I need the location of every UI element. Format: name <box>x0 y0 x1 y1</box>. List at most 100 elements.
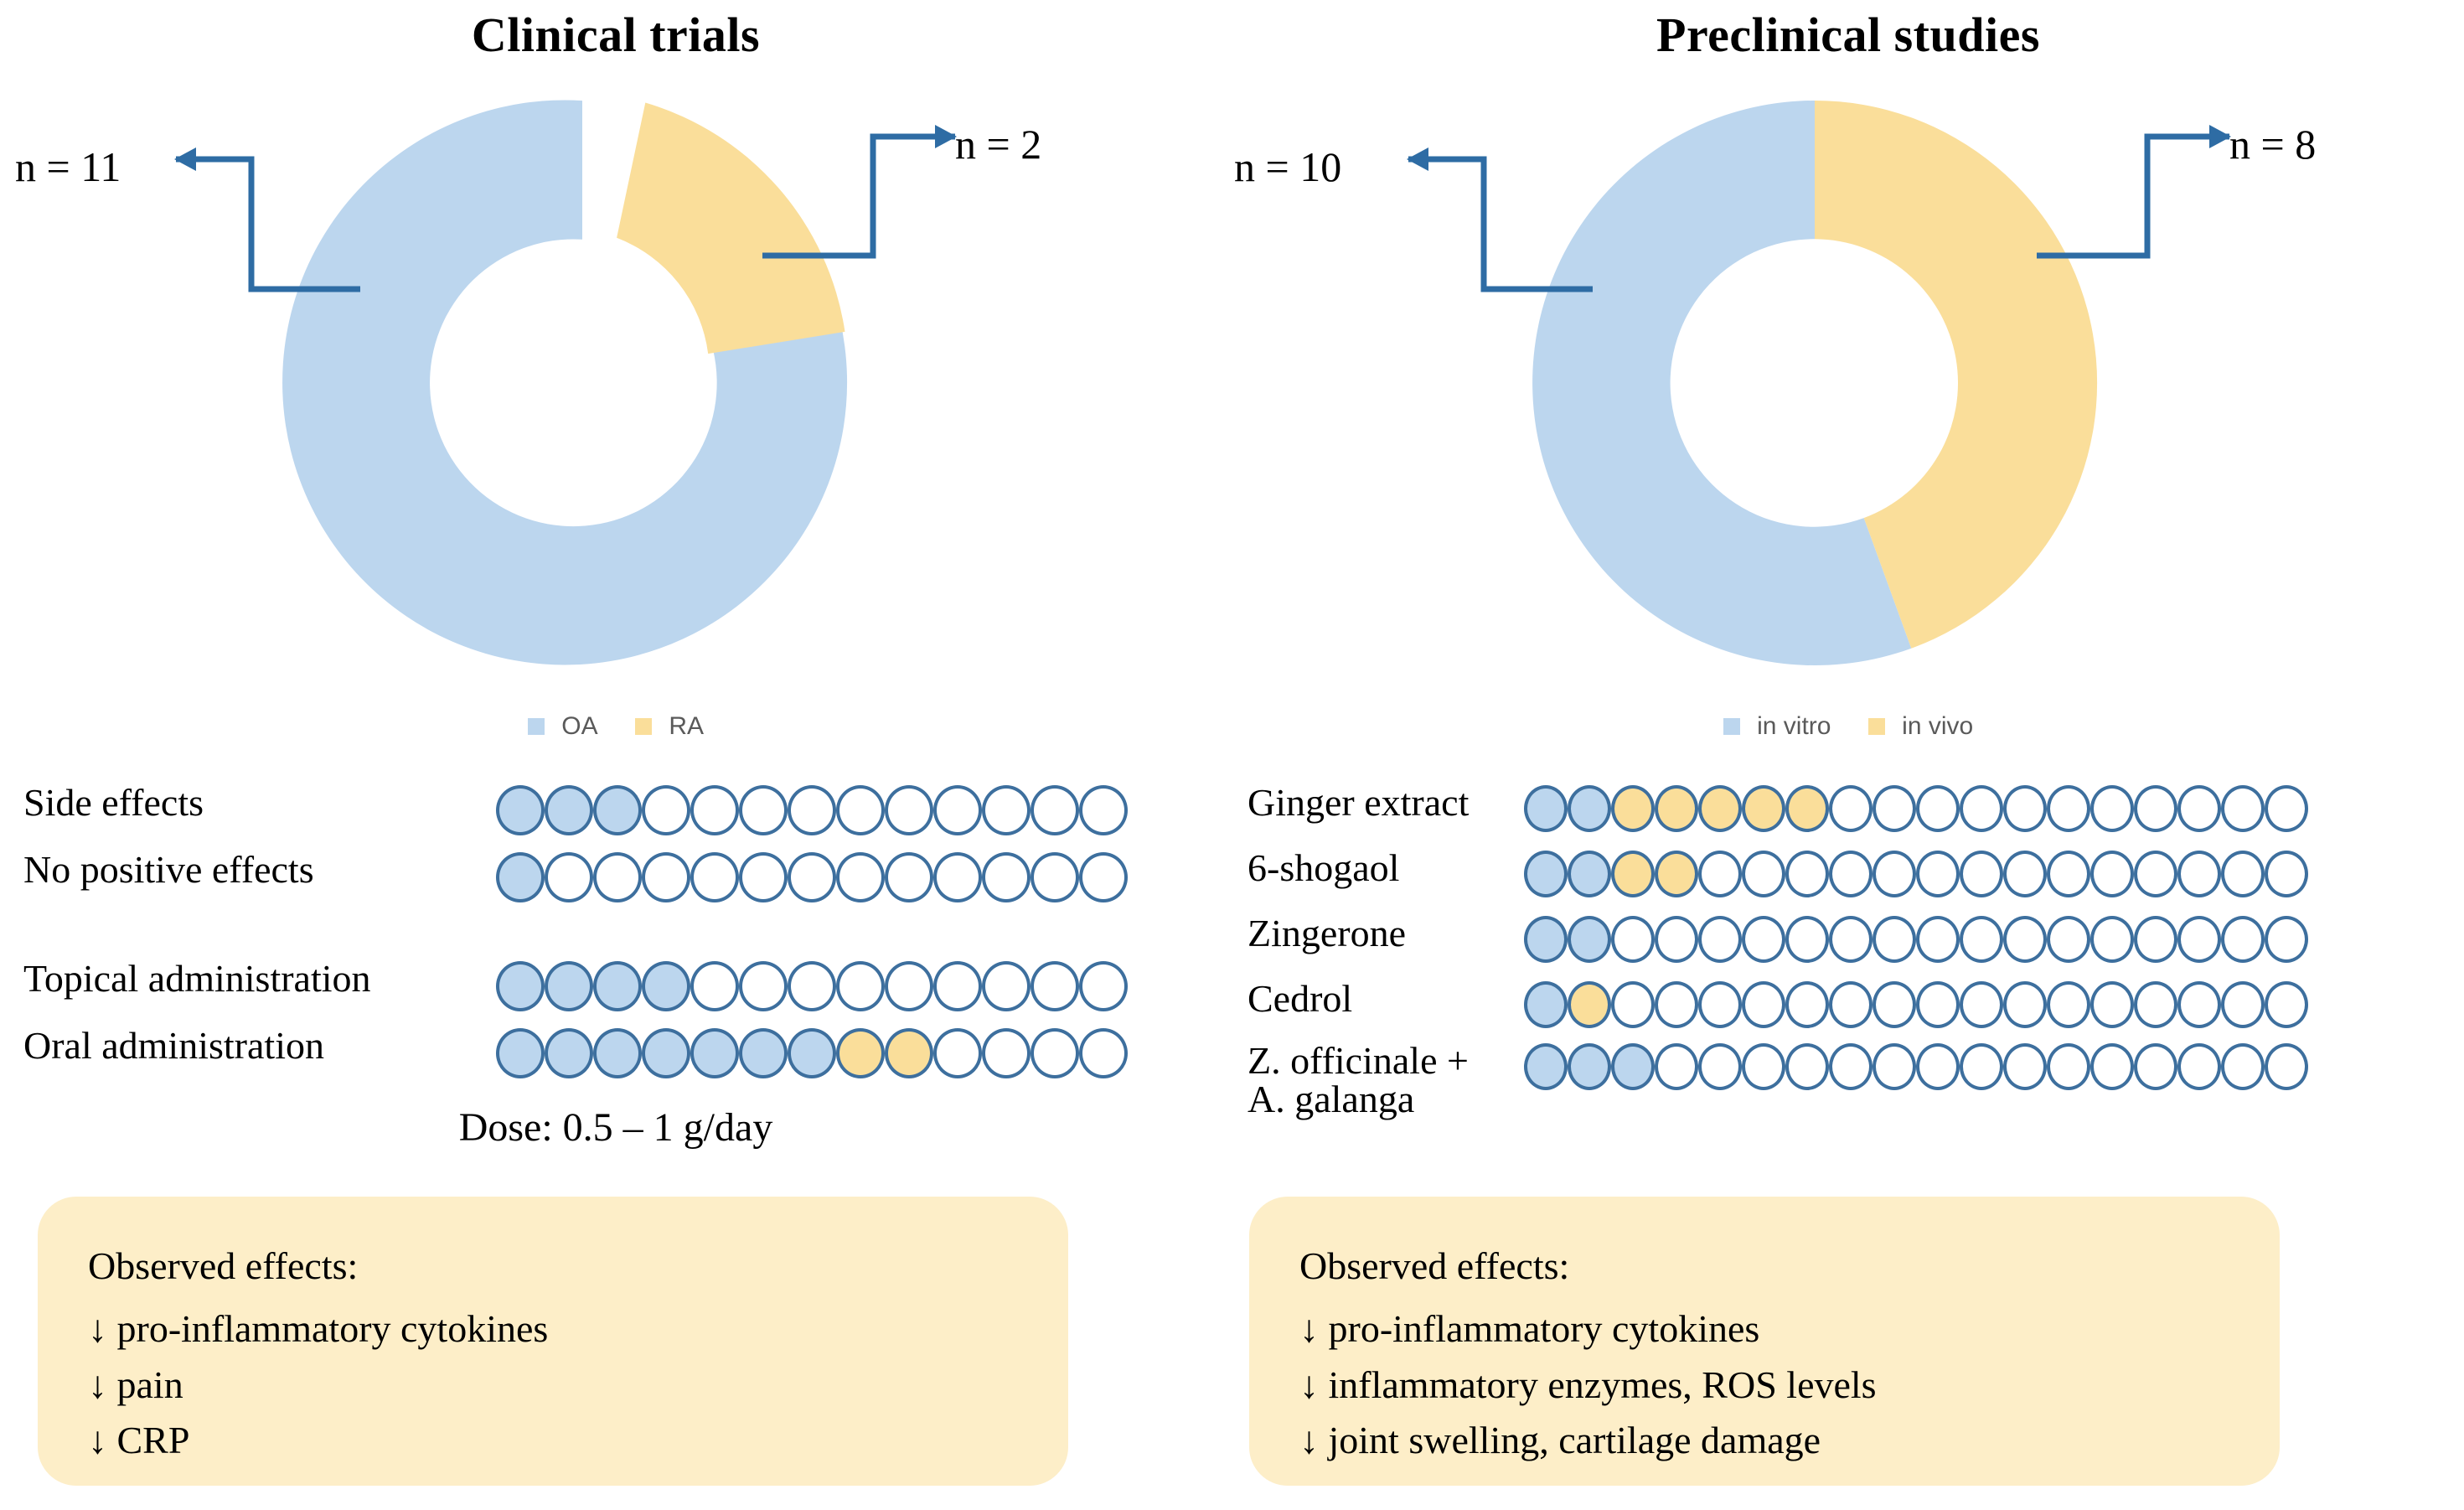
dot-marker[interactable] <box>739 1028 788 1078</box>
dot-marker[interactable] <box>1568 1043 1611 1090</box>
dot-marker[interactable] <box>2221 785 2265 832</box>
dot-marker[interactable] <box>2047 981 2090 1028</box>
dot-marker[interactable] <box>1742 981 1785 1028</box>
dot-marker[interactable] <box>2134 785 2177 832</box>
legend-item-in-vivo[interactable]: in vivo <box>1867 711 1973 741</box>
dot-marker[interactable] <box>1611 916 1655 963</box>
donut-slice-in-vitro[interactable] <box>1532 101 1912 665</box>
dot-marker[interactable] <box>1079 785 1128 835</box>
donut-slice-ra[interactable] <box>617 102 845 354</box>
legend-item-in-vitro[interactable]: in vitro <box>1723 711 1831 741</box>
dot-marker[interactable] <box>1031 852 1079 902</box>
dot-marker[interactable] <box>1698 916 1742 963</box>
dot-marker[interactable] <box>885 961 933 1011</box>
dot-marker[interactable] <box>1524 981 1568 1028</box>
dot-marker[interactable] <box>1829 981 1873 1028</box>
dot-marker[interactable] <box>2265 1043 2308 1090</box>
dot-marker[interactable] <box>885 852 933 902</box>
dot-marker[interactable] <box>1785 785 1829 832</box>
dot-marker[interactable] <box>1524 1043 1568 1090</box>
dot-marker[interactable] <box>739 961 788 1011</box>
dot-marker[interactable] <box>593 785 642 835</box>
donut-slice-in-vivo[interactable] <box>1815 100 2098 649</box>
dot-marker[interactable] <box>1524 851 1568 897</box>
dot-marker[interactable] <box>1611 1043 1655 1090</box>
dot-marker[interactable] <box>933 961 982 1011</box>
dot-marker[interactable] <box>982 1028 1031 1078</box>
dot-marker[interactable] <box>2134 1043 2177 1090</box>
dot-marker[interactable] <box>1568 785 1611 832</box>
dot-marker[interactable] <box>2221 851 2265 897</box>
dot-marker[interactable] <box>1742 851 1785 897</box>
dot-marker[interactable] <box>1655 1043 1698 1090</box>
dot-marker[interactable] <box>1960 916 2003 963</box>
dot-marker[interactable] <box>2003 785 2047 832</box>
dot-marker[interactable] <box>2134 851 2177 897</box>
dot-marker[interactable] <box>885 785 933 835</box>
dot-marker[interactable] <box>642 961 690 1011</box>
dot-marker[interactable] <box>690 961 739 1011</box>
dot-marker[interactable] <box>2265 785 2308 832</box>
dot-marker[interactable] <box>2221 916 2265 963</box>
dot-marker[interactable] <box>2090 981 2134 1028</box>
dot-marker[interactable] <box>1742 1043 1785 1090</box>
dot-marker[interactable] <box>1873 916 1916 963</box>
dot-marker[interactable] <box>1742 916 1785 963</box>
dot-marker[interactable] <box>1031 1028 1079 1078</box>
dot-marker[interactable] <box>1960 851 2003 897</box>
dot-marker[interactable] <box>788 785 836 835</box>
dot-marker[interactable] <box>1873 981 1916 1028</box>
dot-marker[interactable] <box>836 785 885 835</box>
dot-marker[interactable] <box>1611 851 1655 897</box>
dot-marker[interactable] <box>836 1028 885 1078</box>
dot-marker[interactable] <box>1960 981 2003 1028</box>
dot-marker[interactable] <box>593 1028 642 1078</box>
dot-marker[interactable] <box>1079 961 1128 1011</box>
dot-marker[interactable] <box>1524 916 1568 963</box>
dot-marker[interactable] <box>1785 916 1829 963</box>
dot-marker[interactable] <box>545 1028 593 1078</box>
dot-marker[interactable] <box>642 852 690 902</box>
dot-marker[interactable] <box>1698 785 1742 832</box>
dot-marker[interactable] <box>1079 852 1128 902</box>
dot-marker[interactable] <box>739 852 788 902</box>
dot-marker[interactable] <box>496 961 545 1011</box>
dot-marker[interactable] <box>2265 981 2308 1028</box>
dot-marker[interactable] <box>545 785 593 835</box>
dot-marker[interactable] <box>1829 916 1873 963</box>
dot-marker[interactable] <box>593 961 642 1011</box>
dot-marker[interactable] <box>788 1028 836 1078</box>
dot-marker[interactable] <box>2003 916 2047 963</box>
dot-marker[interactable] <box>1916 981 1960 1028</box>
dot-marker[interactable] <box>836 961 885 1011</box>
dot-marker[interactable] <box>1829 785 1873 832</box>
dot-marker[interactable] <box>2003 851 2047 897</box>
dot-marker[interactable] <box>982 852 1031 902</box>
dot-marker[interactable] <box>1960 1043 2003 1090</box>
dot-marker[interactable] <box>2177 916 2221 963</box>
donut-slice-oa[interactable] <box>282 100 848 665</box>
dot-marker[interactable] <box>1655 981 1698 1028</box>
dot-marker[interactable] <box>496 852 545 902</box>
dot-marker[interactable] <box>1524 785 1568 832</box>
dot-marker[interactable] <box>1916 1043 1960 1090</box>
dot-marker[interactable] <box>982 785 1031 835</box>
dot-marker[interactable] <box>1655 851 1698 897</box>
dot-marker[interactable] <box>1568 981 1611 1028</box>
dot-marker[interactable] <box>1916 916 1960 963</box>
legend-item-ra[interactable]: RA <box>635 711 704 741</box>
dot-marker[interactable] <box>1873 785 1916 832</box>
dot-marker[interactable] <box>2090 916 2134 963</box>
dot-marker[interactable] <box>788 852 836 902</box>
dot-marker[interactable] <box>2090 1043 2134 1090</box>
dot-marker[interactable] <box>2177 851 2221 897</box>
dot-marker[interactable] <box>1611 981 1655 1028</box>
dot-marker[interactable] <box>1873 1043 1916 1090</box>
dot-marker[interactable] <box>2221 981 2265 1028</box>
dot-marker[interactable] <box>2047 916 2090 963</box>
dot-marker[interactable] <box>2003 981 2047 1028</box>
dot-marker[interactable] <box>2047 785 2090 832</box>
dot-marker[interactable] <box>1916 785 1960 832</box>
dot-marker[interactable] <box>2047 851 2090 897</box>
dot-marker[interactable] <box>1611 785 1655 832</box>
